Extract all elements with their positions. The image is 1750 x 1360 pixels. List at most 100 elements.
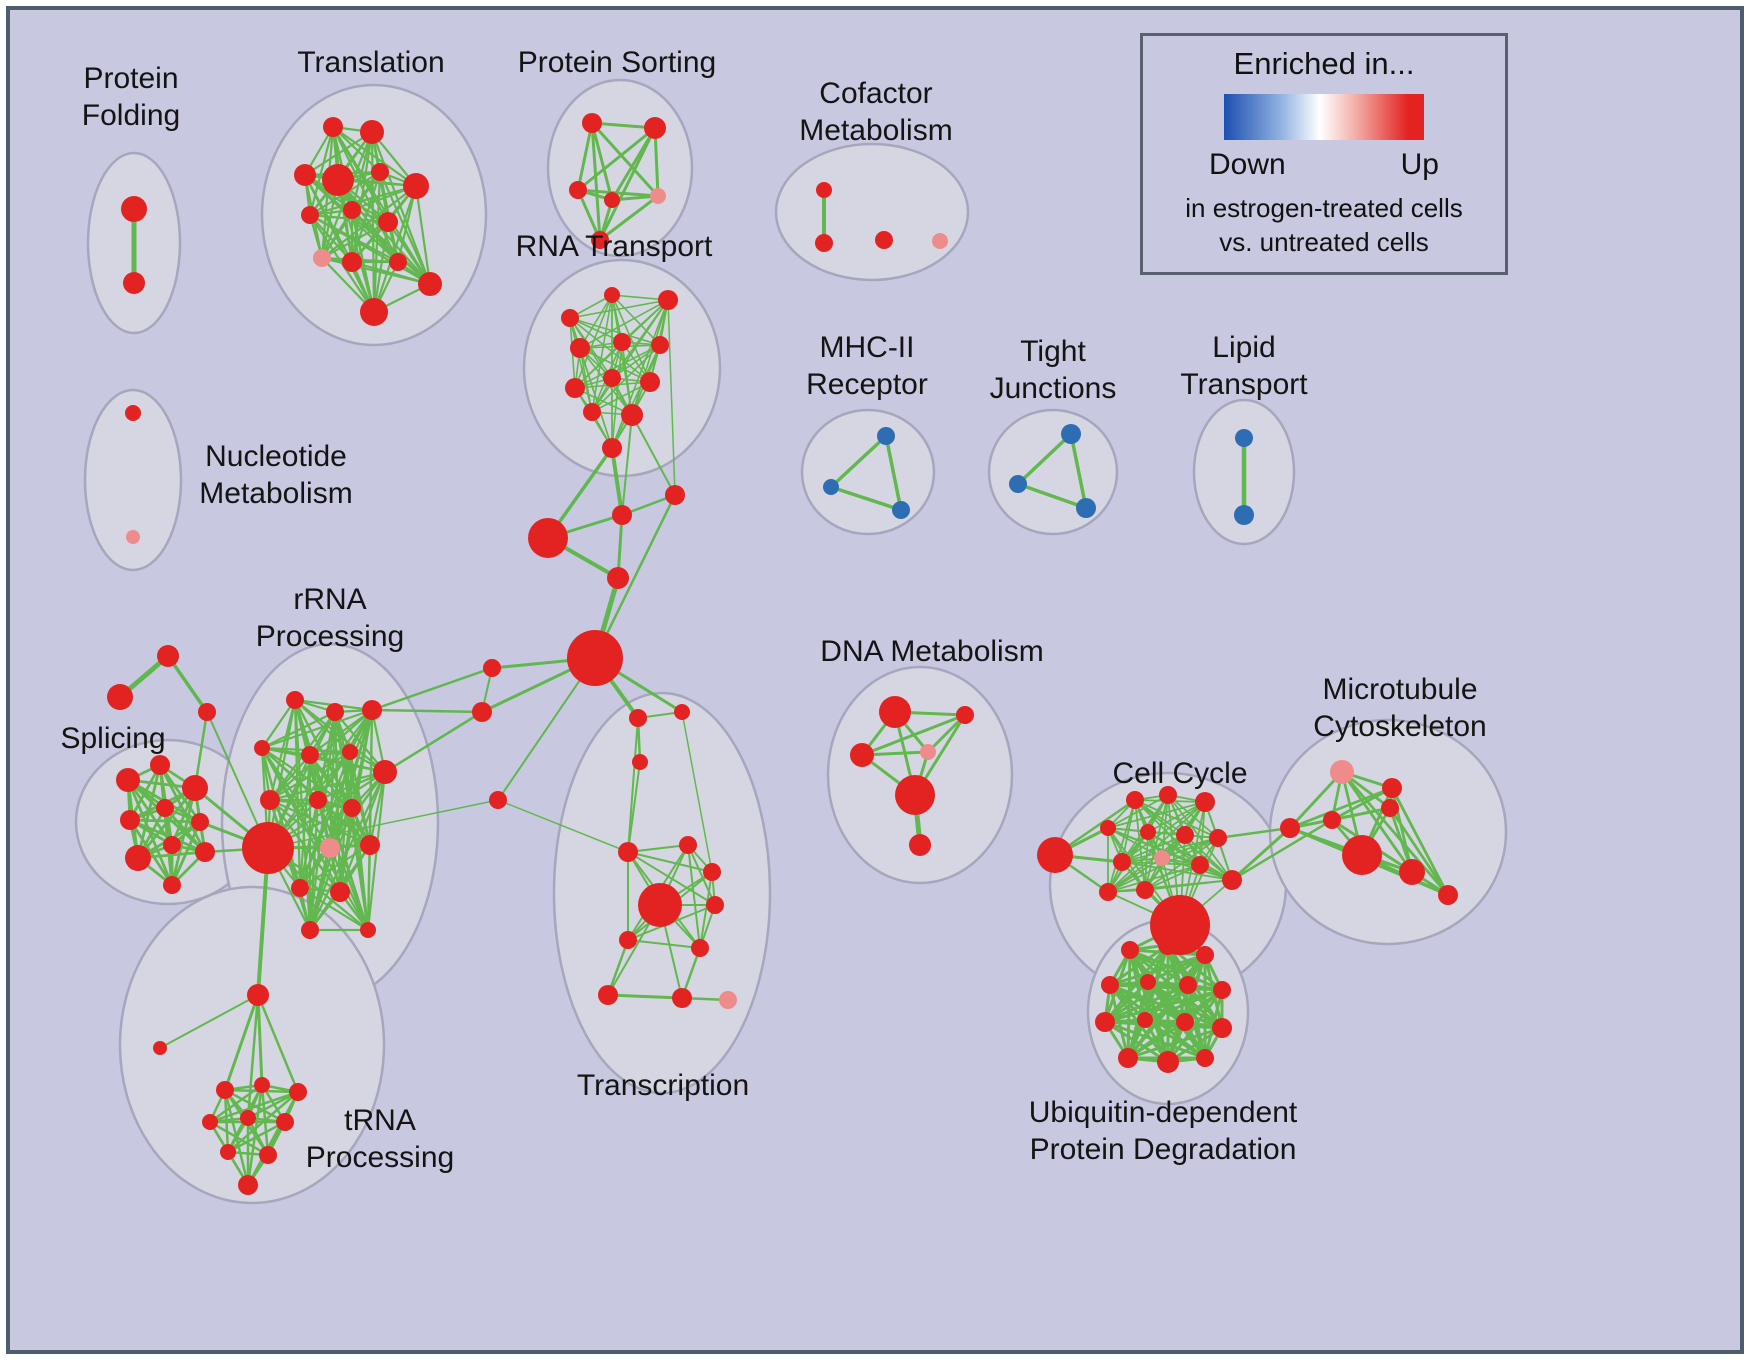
node-c1 [1037,837,1073,873]
node-t2 [360,120,384,144]
cluster-label-splicing: Splicing [60,722,165,755]
edge [128,763,162,822]
edge [372,220,390,314]
node-u1 [247,984,269,1006]
edge [1108,953,1207,987]
edge [631,299,669,416]
node-s5 [156,799,174,817]
edge [1121,834,1186,863]
node-x2 [674,704,690,720]
node-c2 [1126,791,1144,809]
node-cf3 [875,231,893,249]
node-s4 [120,810,140,830]
node-m1 [877,427,895,445]
node-rt7 [565,378,585,398]
node-c12 [1099,883,1117,901]
legend-title: Enriched in... [1233,46,1415,81]
edge [350,806,370,932]
edge [1143,983,1190,1022]
node-h5 [607,567,629,589]
node-rt4 [570,338,590,358]
edge [569,317,633,416]
node-m3 [892,501,910,519]
node-c8 [1209,829,1227,847]
edge [316,750,352,802]
node-u10 [259,1146,277,1164]
node-t6 [403,173,429,199]
edge [1288,786,1394,830]
node-q8 [1095,1012,1115,1032]
node-ps5 [650,188,666,204]
node-c10 [1154,850,1170,866]
cluster-ellipse-tight-junctions [987,408,1119,536]
cluster-label-translation: Translation [297,46,444,79]
node-r5 [301,746,319,764]
node-r1 [286,691,304,709]
node-c7 [1176,826,1194,844]
edge [611,294,651,383]
node-cf4 [932,233,948,249]
edge [579,347,593,413]
node-s9 [195,842,215,862]
edge [1144,864,1201,891]
edge [260,746,332,850]
node-x4 [618,842,638,862]
node-t12 [389,253,407,271]
edge [246,1090,300,1120]
edge [303,173,432,286]
edge [308,184,418,217]
edge [590,121,660,198]
edge [256,993,264,1087]
node-mc2 [1382,778,1402,798]
edge [569,317,623,343]
edge [370,708,484,714]
edge [298,886,370,932]
edge [1107,827,1233,881]
edge [590,121,614,202]
node-x13 [719,991,737,1009]
edge [611,299,669,449]
edge [350,208,432,286]
node-u8 [276,1113,294,1131]
cluster-label-transcription: Transcription [577,1069,749,1102]
node-fr3 [198,703,216,721]
edge [574,341,623,389]
node-q3 [1196,946,1214,964]
node-x7 [638,883,682,927]
node-u7 [240,1110,256,1126]
cluster-ellipse-microtubule-cytoskeleton [1268,718,1508,946]
edge [1134,799,1201,866]
node-cf1 [816,182,832,198]
node-t7 [343,201,361,219]
node-r17 [360,922,376,938]
node-rt5 [613,333,631,351]
edge [1161,794,1169,859]
node-d2 [956,706,974,724]
node-r2 [326,703,344,721]
edge [350,130,374,212]
edge [591,294,613,413]
cluster-ellipse-mhc-ii-receptor [800,408,936,536]
edge [1107,864,1201,893]
edge [320,220,390,260]
edge [370,130,432,286]
cluster-ellipse-cofactor-metabolism [774,142,970,282]
edge [1146,953,1207,984]
node-rt8 [603,369,621,387]
node-rt6 [651,336,669,354]
edge [1107,794,1169,829]
node-x8 [706,896,724,914]
edge [1016,482,1088,510]
cluster-ellipse-trna-processing [118,885,386,1205]
node-t9 [378,212,398,232]
edge [260,708,374,750]
edge [256,993,300,1094]
node-q4 [1101,976,1119,994]
edge [386,220,432,286]
edge [1147,801,1206,833]
edge [1126,1026,1224,1060]
